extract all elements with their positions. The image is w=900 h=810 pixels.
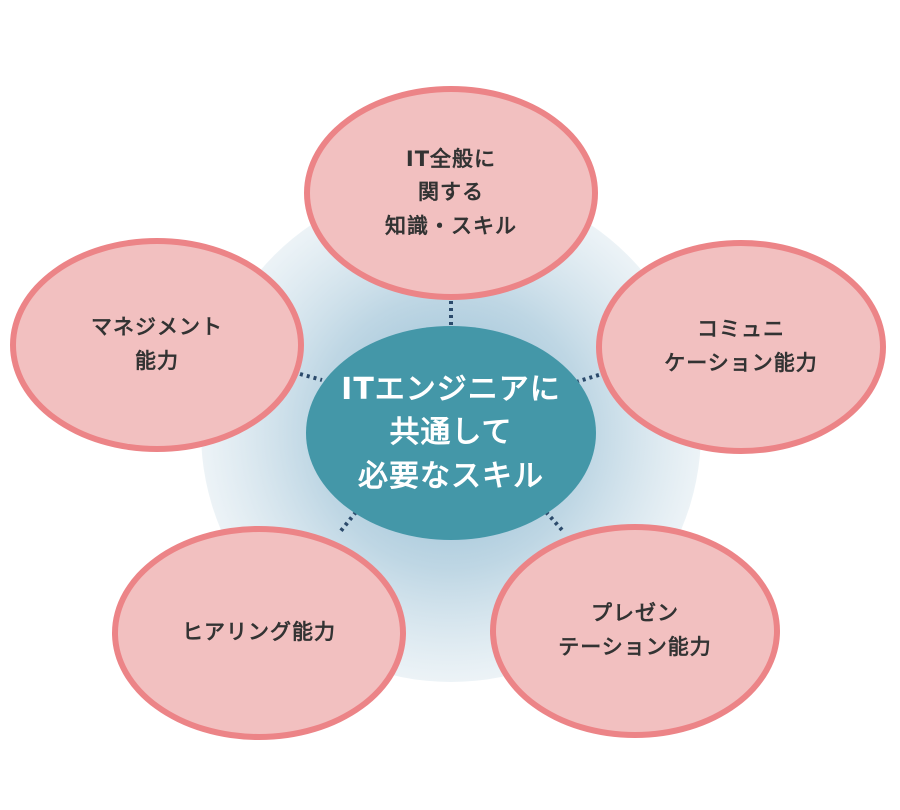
- node-management: マネジメント 能力: [10, 238, 304, 452]
- node-label-it-knowledge: IT全般に 関する 知識・スキル: [385, 146, 517, 238]
- node-label-presentation: プレゼン テーション能力: [558, 601, 712, 659]
- connector-communication: [575, 372, 603, 384]
- center-label: ITエンジニアに 共通して 必要なスキル: [341, 371, 561, 494]
- node-communication: コミュニ ケーション能力: [596, 240, 886, 454]
- node-hearing: ヒアリング能力: [112, 526, 406, 740]
- node-presentation: プレゼン テーション能力: [490, 524, 780, 738]
- connector-hearing: [338, 510, 358, 534]
- node-it-knowledge: IT全般に 関する 知識・スキル: [304, 86, 598, 300]
- node-label-communication: コミュニ ケーション能力: [664, 317, 818, 375]
- node-label-management: マネジメント 能力: [91, 315, 223, 373]
- node-label-hearing: ヒアリング能力: [182, 620, 336, 645]
- center-node: ITエンジニアに 共通して 必要なスキル: [306, 326, 596, 540]
